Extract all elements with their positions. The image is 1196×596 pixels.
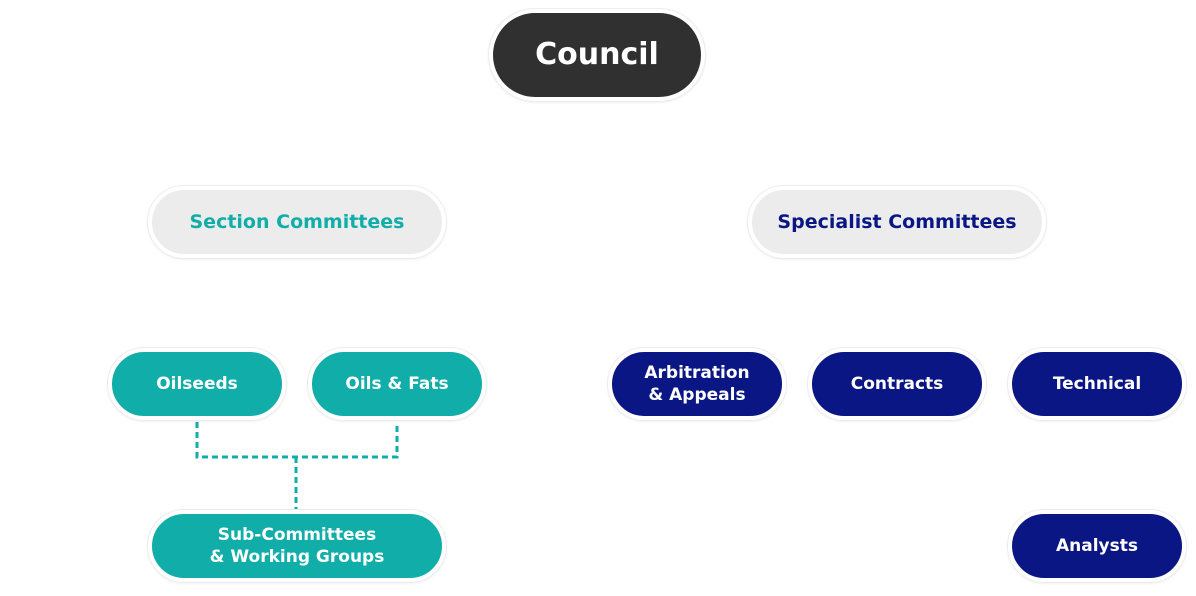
sub-committees-node: Sub-Committees & Working Groups (148, 510, 446, 582)
oilseeds-node: Oilseeds (108, 348, 286, 420)
dashed-connector (195, 422, 399, 510)
arbitration-appeals-node: Arbitration & Appeals (608, 348, 786, 420)
specialist-committees-label: Specialist Committees (777, 211, 1017, 233)
council-label: Council (535, 37, 659, 72)
oilseeds-label: Oilseeds (156, 374, 238, 394)
analysts-label: Analysts (1055, 536, 1138, 556)
technical-label: Technical (1052, 374, 1142, 394)
analysts-node: Analysts (1008, 510, 1186, 582)
section-committees-node: Section Committees (148, 186, 446, 258)
section-committees-label: Section Committees (189, 211, 405, 233)
council-node: Council (489, 9, 705, 101)
specialist-committees-node: Specialist Committees (748, 186, 1046, 258)
sub-committees-label: Sub-Committees & Working Groups (209, 525, 385, 567)
contracts-label: Contracts (850, 374, 944, 394)
technical-node: Technical (1008, 348, 1186, 420)
arbitration-appeals-label: Arbitration & Appeals (644, 363, 750, 405)
contracts-node: Contracts (808, 348, 986, 420)
oils-fats-label: Oils & Fats (345, 374, 449, 394)
oils-fats-node: Oils & Fats (308, 348, 486, 420)
